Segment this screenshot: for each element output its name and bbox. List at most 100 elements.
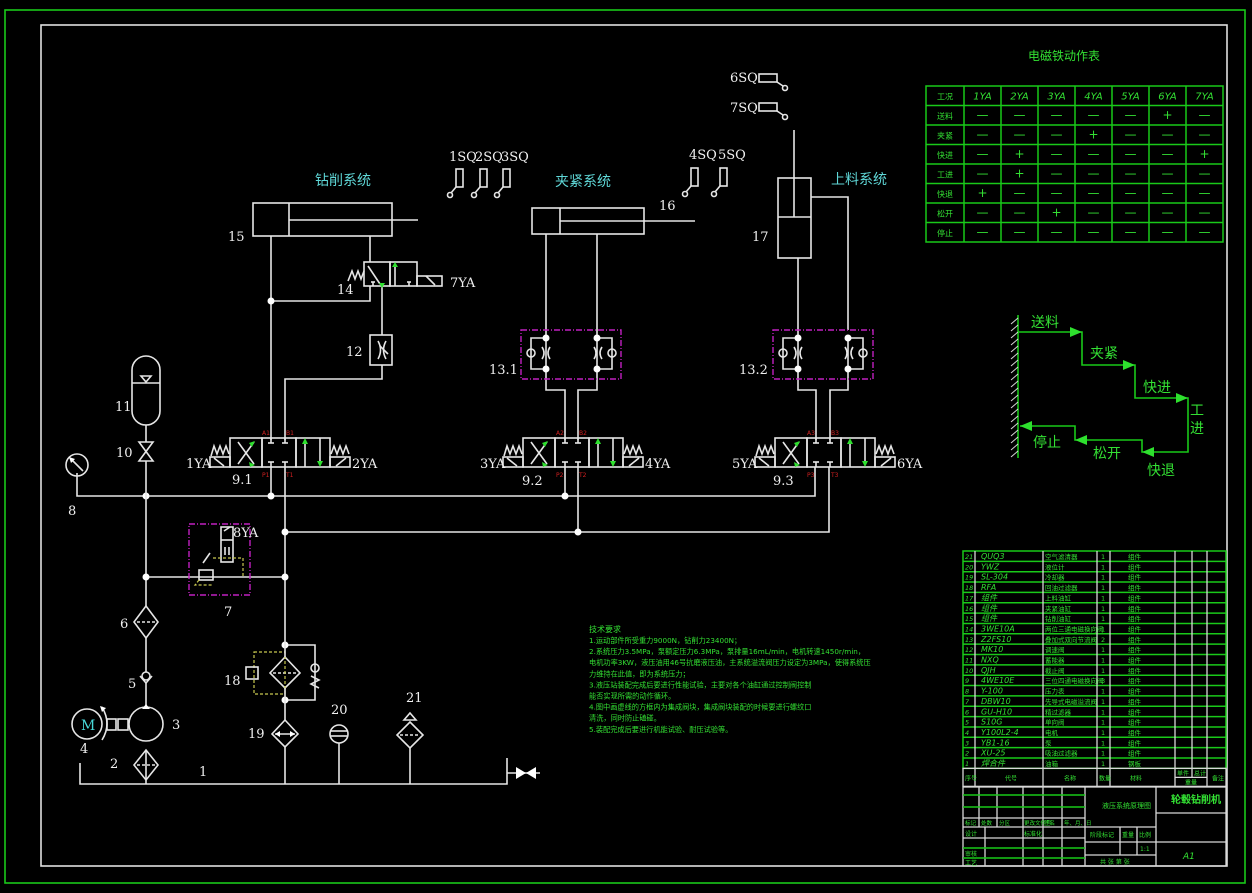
scale-value: 1:1 (1140, 846, 1150, 853)
solenoid-1ya: 1YA (186, 457, 212, 472)
wall-hatch (1010, 317, 1019, 325)
limit-switch-5sq: 5SQ (710, 148, 746, 198)
table-cell: — (1199, 108, 1211, 122)
tech-req-line: 3.液压站装配完成后要进行性能试验，主要对各个油缸通过控制阀控制 (589, 680, 812, 689)
bom-cell: 13 (965, 636, 973, 644)
svg-text:7SQ: 7SQ (730, 101, 758, 116)
label-16: 16 (659, 199, 676, 214)
table-cell: — (1051, 225, 1063, 239)
tech-req-line: 能否实现所需的动作循环。 (589, 692, 675, 701)
pump-3 (106, 704, 164, 784)
table-cell: — (1162, 186, 1174, 200)
work-cycle-diagram (1010, 315, 1189, 458)
level-gauge-20 (329, 724, 349, 784)
solenoid-table-title: 电磁铁动作表 (1028, 48, 1100, 63)
label-21: 21 (406, 691, 423, 706)
wall-hatch (1010, 387, 1019, 395)
port-t1: T1 (285, 472, 294, 479)
limit-switch-7sq: 7SQ (730, 101, 789, 121)
bom-cell: 泵 (1045, 739, 1052, 747)
label-9-1: 9.1 (232, 473, 253, 488)
bom-cell: 1 (1101, 646, 1105, 654)
relief-valve-7 (188, 523, 251, 596)
table-header-cell: 4YA (1084, 92, 1103, 103)
table-cell: — (1125, 147, 1137, 161)
wall-hatch (1010, 338, 1019, 346)
bom-cell: 12 (965, 646, 973, 654)
bom-header-cell: 材料 (1130, 774, 1142, 782)
table-cell: 松开 (937, 209, 953, 219)
bom-cell: 组件 (1128, 614, 1142, 623)
bom-cell: 4WE10E (981, 676, 1015, 685)
directional-valve-9-1 (209, 437, 351, 468)
bom-cell: 组件 (1128, 728, 1142, 737)
wall-hatch (1010, 352, 1019, 360)
air-filter-21 (395, 711, 425, 784)
table-cell: — (1125, 225, 1137, 239)
paper-size: A1 (1182, 852, 1195, 862)
cycle-step-release: 松开 (1093, 446, 1121, 462)
bom-cell: YWZ (981, 562, 1000, 571)
pressure-filter-6 (133, 604, 159, 672)
table-cell: 快退 (937, 189, 953, 199)
table-cell: — (1014, 128, 1026, 142)
table-cell: 停止 (937, 228, 953, 238)
directional-valve-9-3 (754, 437, 896, 468)
bom-cell: 两位三通电磁换向阀 (1045, 624, 1104, 633)
table-cell: — (1125, 108, 1137, 122)
table-cell: — (1162, 206, 1174, 220)
table-cell: + (1162, 108, 1172, 122)
directional-valve-9-2 (502, 437, 644, 468)
label-10: 10 (116, 446, 133, 461)
label-14: 14 (337, 283, 354, 298)
table-cell: — (1014, 225, 1026, 239)
clamping-cylinder-16 (531, 207, 695, 235)
table-cell: — (977, 108, 989, 122)
port-p2: P2 (556, 472, 564, 479)
suction-filter-2 (132, 748, 160, 782)
bom-cell: 1 (1101, 584, 1105, 592)
cycle-step-work-feed-1: 工 (1190, 403, 1204, 419)
accumulator-11 (131, 355, 161, 442)
table-cell: + (1088, 128, 1098, 142)
wall-hatch (1010, 422, 1019, 430)
title-drilling-system: 钻削系统 (315, 173, 371, 189)
label-17: 17 (752, 230, 769, 245)
table-cell: — (1199, 186, 1211, 200)
port-b3: B3 (831, 430, 839, 437)
tech-req-line: 力维持在此值，即为系统压力； (589, 669, 690, 678)
cycle-step-feed: 送料 (1031, 315, 1059, 331)
port-a1: A1 (262, 430, 270, 437)
bom-cell: 组件 (981, 593, 998, 602)
label-4: 4 (80, 742, 88, 757)
bom-cell: Y100L2-4 (981, 728, 1019, 737)
table-cell: — (1199, 128, 1211, 142)
wall-hatch (1010, 450, 1019, 458)
solenoid-7ya: 7YA (450, 276, 476, 291)
table-cell: — (1051, 147, 1063, 161)
stage-mark-label: 阶段标记 (1090, 831, 1114, 839)
bom-cell: Y-100 (981, 687, 1003, 696)
label-13-2: 13.2 (739, 363, 768, 378)
wall-hatch (1010, 436, 1019, 444)
label-3: 3 (172, 718, 180, 733)
bom-cell: 空气滤清器 (1045, 552, 1078, 561)
label-9-3: 9.3 (773, 474, 794, 489)
table-cell: + (1014, 167, 1024, 181)
bom-cell: 组件 (1128, 687, 1142, 696)
wall-hatch (1010, 359, 1019, 367)
table-cell: — (1125, 186, 1137, 200)
bom-cell: Z2FS10 (980, 635, 1011, 644)
bom-cell: 组件 (1128, 562, 1142, 571)
solenoid-3ya: 3YA (480, 457, 506, 472)
table-cell: — (1051, 108, 1063, 122)
bom-cell: 21 (965, 553, 973, 561)
tech-req-title: 技术要求 (589, 624, 621, 634)
bom-cell: 组件 (1128, 656, 1142, 665)
main-pipelines (76, 461, 830, 640)
bom-cell: 叠加式双向节流阀 (1045, 635, 1097, 644)
bom-cell: 1 (1101, 667, 1105, 675)
bom-header-cell: 总计 (1194, 769, 1206, 777)
